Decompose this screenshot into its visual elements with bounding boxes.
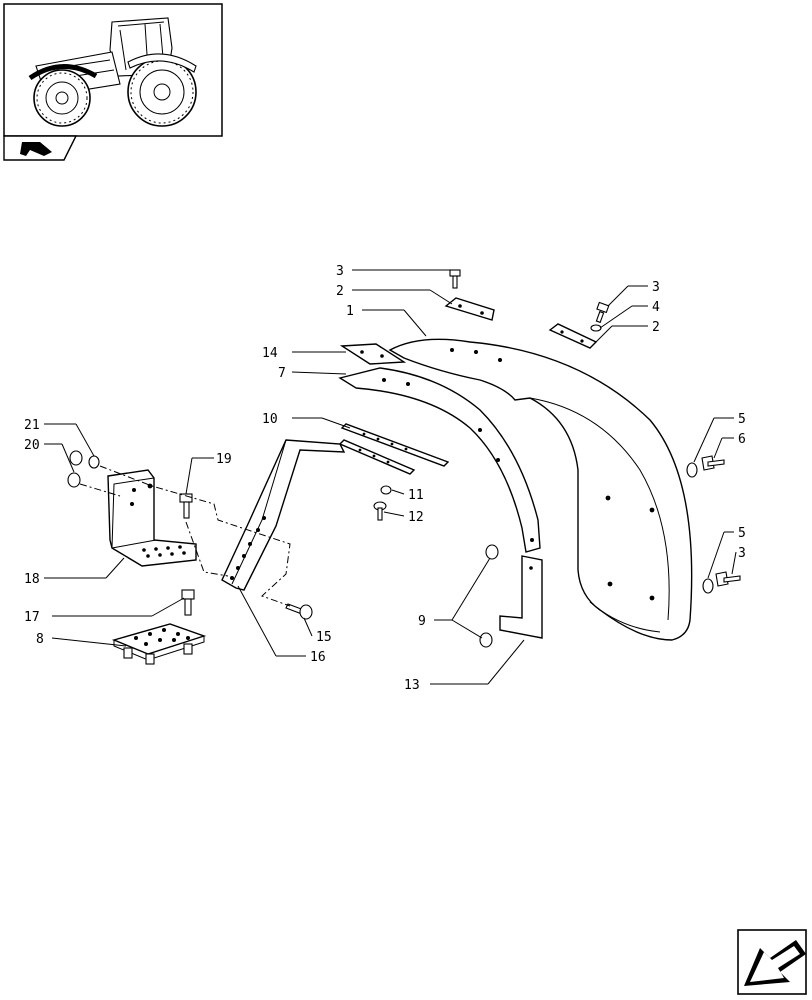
tractor-thumbnail-icon — [3, 3, 223, 137]
callout-14: 14 — [262, 346, 278, 361]
alignment-lines — [79, 465, 291, 607]
callout-labels: 3 2 1 14 7 10 21 20 19 18 17 8 11 12 15 … — [24, 264, 746, 693]
bolt-icon — [449, 269, 461, 289]
bracket-strip-part-7 — [338, 367, 541, 553]
callout-21: 21 — [24, 418, 40, 433]
callout-3: 3 — [336, 264, 344, 279]
step-bracket-part-18 — [107, 469, 197, 567]
next-page-arrow-icon[interactable] — [737, 929, 807, 995]
callout-12: 12 — [408, 510, 424, 525]
callout-6: 6 — [738, 432, 746, 447]
bolt-icon — [595, 301, 610, 324]
callout-3: 3 — [652, 280, 660, 295]
callout-16: 16 — [310, 650, 326, 665]
callout-13: 13 — [404, 678, 420, 693]
callout-5: 5 — [738, 412, 746, 427]
callout-2: 2 — [652, 320, 660, 335]
callout-2: 2 — [336, 284, 344, 299]
callout-15: 15 — [316, 630, 332, 645]
plate-part-14 — [339, 343, 407, 365]
callout-18: 18 — [24, 572, 40, 587]
manual-book-icon — [3, 135, 78, 161]
callout-19: 19 — [216, 452, 232, 467]
callout-17: 17 — [24, 610, 40, 625]
bolt-icon — [373, 501, 387, 521]
plate-part-13 — [499, 555, 543, 639]
hardware-parts — [67, 269, 741, 648]
callout-4: 4 — [652, 300, 660, 315]
fender-part-1 — [388, 338, 693, 641]
callout-11: 11 — [408, 488, 424, 503]
callout-10: 10 — [262, 412, 278, 427]
callout-7: 7 — [278, 366, 286, 381]
callout-3: 3 — [738, 546, 746, 561]
callout-5: 5 — [738, 526, 746, 541]
callout-20: 20 — [24, 438, 40, 453]
bolt-icon — [285, 603, 313, 620]
leader-lines — [44, 269, 737, 685]
step-plate-part-8 — [111, 623, 207, 665]
callout-1: 1 — [346, 304, 354, 319]
callout-8: 8 — [36, 632, 44, 647]
perforated-strip-part-10 — [338, 423, 450, 475]
callout-9: 9 — [418, 614, 426, 629]
bolt-icon — [179, 493, 193, 519]
bolt-icon — [181, 589, 195, 616]
support-bracket-part-16 — [221, 439, 346, 591]
